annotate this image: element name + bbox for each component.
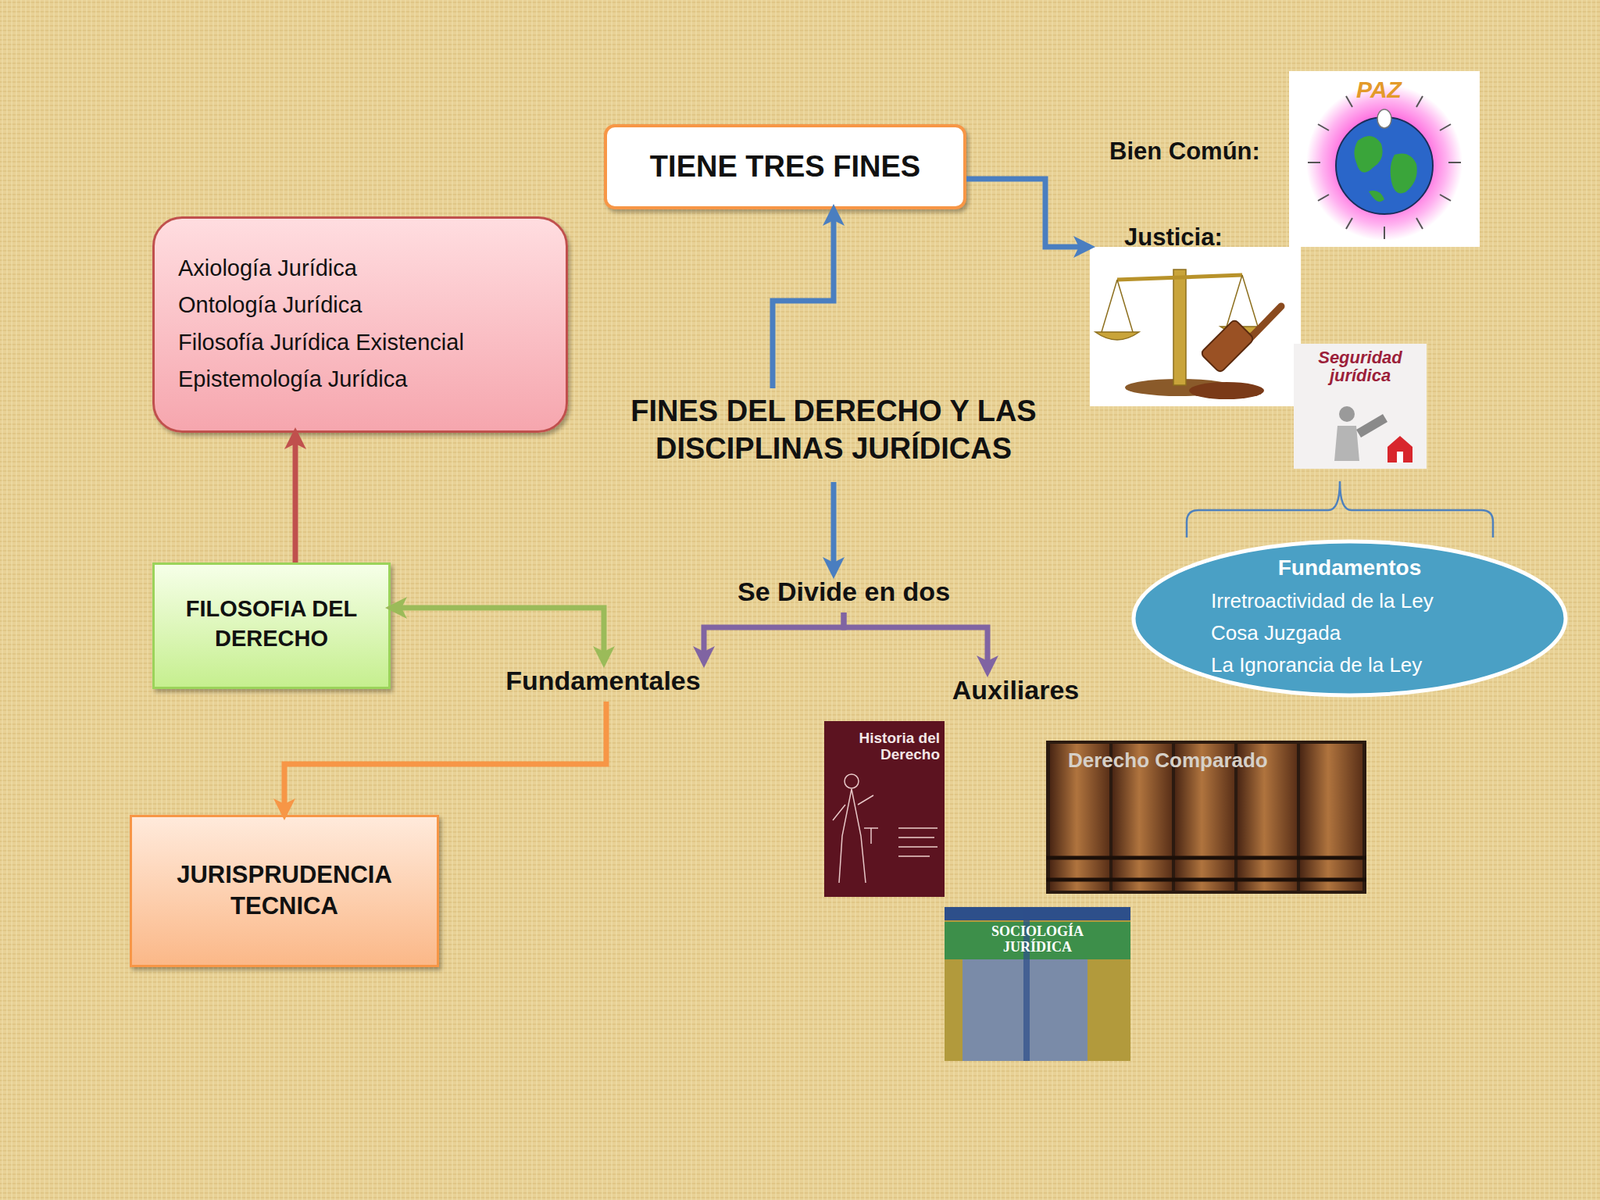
cover-band	[944, 921, 1131, 960]
image-node: Seguridad jurídica	[1293, 343, 1427, 469]
node-text: FINES DEL DERECHO Y LAS DISCIPLINAS JURÍ…	[591, 392, 1076, 468]
continents	[1353, 135, 1417, 202]
statue-head	[844, 774, 859, 789]
connector-arrow	[284, 701, 607, 815]
node-text: Fundamentos	[1129, 554, 1570, 582]
node-text: Axiología Jurídica	[178, 254, 561, 283]
connector-arrow	[703, 612, 844, 663]
node-text: Cosa Juzgada	[1210, 621, 1555, 646]
book-cover	[944, 907, 1131, 1061]
book-historia	[824, 721, 945, 897]
connector-arrow	[843, 612, 988, 672]
statue-outline	[832, 789, 879, 883]
glow	[1306, 84, 1463, 241]
node-text: Fundamentales	[478, 664, 729, 697]
figure-body	[1334, 425, 1360, 461]
connector-arrow	[772, 209, 834, 389]
node-text: SOCIOLOGÍA JURÍDICA	[967, 924, 1108, 956]
cover-band	[944, 907, 1131, 921]
node-text: Filosofía Jurídica Existencial	[178, 328, 561, 357]
connector-arrow	[831, 482, 837, 574]
house-door	[1396, 451, 1404, 463]
house-icon	[1387, 435, 1413, 463]
book-sociologia	[944, 907, 1131, 1061]
node-text: FILOSOFIA DEL DERECHO	[160, 594, 383, 654]
scales-illustration	[1089, 246, 1301, 407]
image-node: Justicia:	[1089, 222, 1301, 407]
bracket	[1186, 481, 1493, 538]
image-frame	[1293, 343, 1427, 469]
topic-box: Axiología JurídicaOntología JurídicaFilo…	[152, 216, 568, 433]
node-text: Historia del Derecho	[846, 730, 940, 764]
node-text: Irretroactividad de la Ley	[1210, 589, 1555, 614]
connector-arrow	[966, 178, 1090, 247]
discipline-box: FILOSOFIA DEL DERECHO	[152, 562, 391, 690]
central-topic: FINES DEL DERECHO Y LAS DISCIPLINAS JURÍ…	[591, 388, 1076, 483]
scale-pole	[1173, 269, 1186, 386]
discipline-box: JURISPRUDENCIA TECNICA	[129, 814, 440, 968]
connector-arrow	[292, 432, 299, 563]
figure-head	[1339, 406, 1355, 422]
connector-arrow	[390, 607, 604, 663]
book-spine	[1300, 743, 1363, 891]
node-text: Seguridad jurídica	[1301, 348, 1419, 385]
spine-bands	[1046, 857, 1367, 880]
image-node: Bien Común: PAZ	[1109, 71, 1480, 247]
book-shelf	[1046, 740, 1367, 894]
node-text: Ontología Jurídica	[178, 291, 561, 319]
rays	[1307, 96, 1461, 240]
node-text: La Ignorancia de la Ley	[1210, 653, 1555, 678]
text-node: Se Divide en dos	[703, 573, 985, 613]
image-frame	[1089, 246, 1301, 407]
scale-beam	[1117, 275, 1243, 280]
goal-box: TIENE TRES FINES	[603, 124, 967, 210]
figure	[1377, 109, 1392, 129]
book-cover	[824, 721, 945, 897]
node-text: Auxiliares	[929, 674, 1102, 707]
node-text: Derecho Comparado	[1067, 748, 1358, 773]
book-node: Derecho Comparado	[1046, 740, 1367, 894]
fundamentos-ellipse: FundamentosIrretroactividad de la LeyCos…	[1129, 537, 1570, 700]
globe	[1335, 117, 1433, 215]
text-node: Fundamentales	[478, 662, 729, 702]
node-text: Justicia:	[1124, 222, 1297, 252]
cover-lines	[898, 828, 938, 857]
gavel-block	[1189, 382, 1265, 400]
node-text: PAZ	[1335, 75, 1422, 104]
book-node: Historia del Derecho	[824, 721, 945, 897]
globe-illustration	[1289, 71, 1480, 247]
gavel-head	[1200, 318, 1254, 373]
security-illustration	[1293, 343, 1427, 469]
node-text: Epistemología Jurídica	[178, 365, 561, 393]
node-text: TIENE TRES FINES	[607, 149, 964, 186]
book-node: SOCIOLOGÍA JURÍDICA	[944, 907, 1131, 1061]
node-text: JURISPRUDENCIA TECNICA	[141, 859, 428, 923]
node-text: Bien Común:	[1109, 136, 1290, 166]
text-node: Auxiliares	[929, 671, 1102, 711]
figure-arm	[1356, 414, 1388, 438]
image-frame	[1289, 71, 1480, 247]
node-text: Se Divide en dos	[703, 575, 985, 608]
book-comparado	[1046, 740, 1367, 894]
